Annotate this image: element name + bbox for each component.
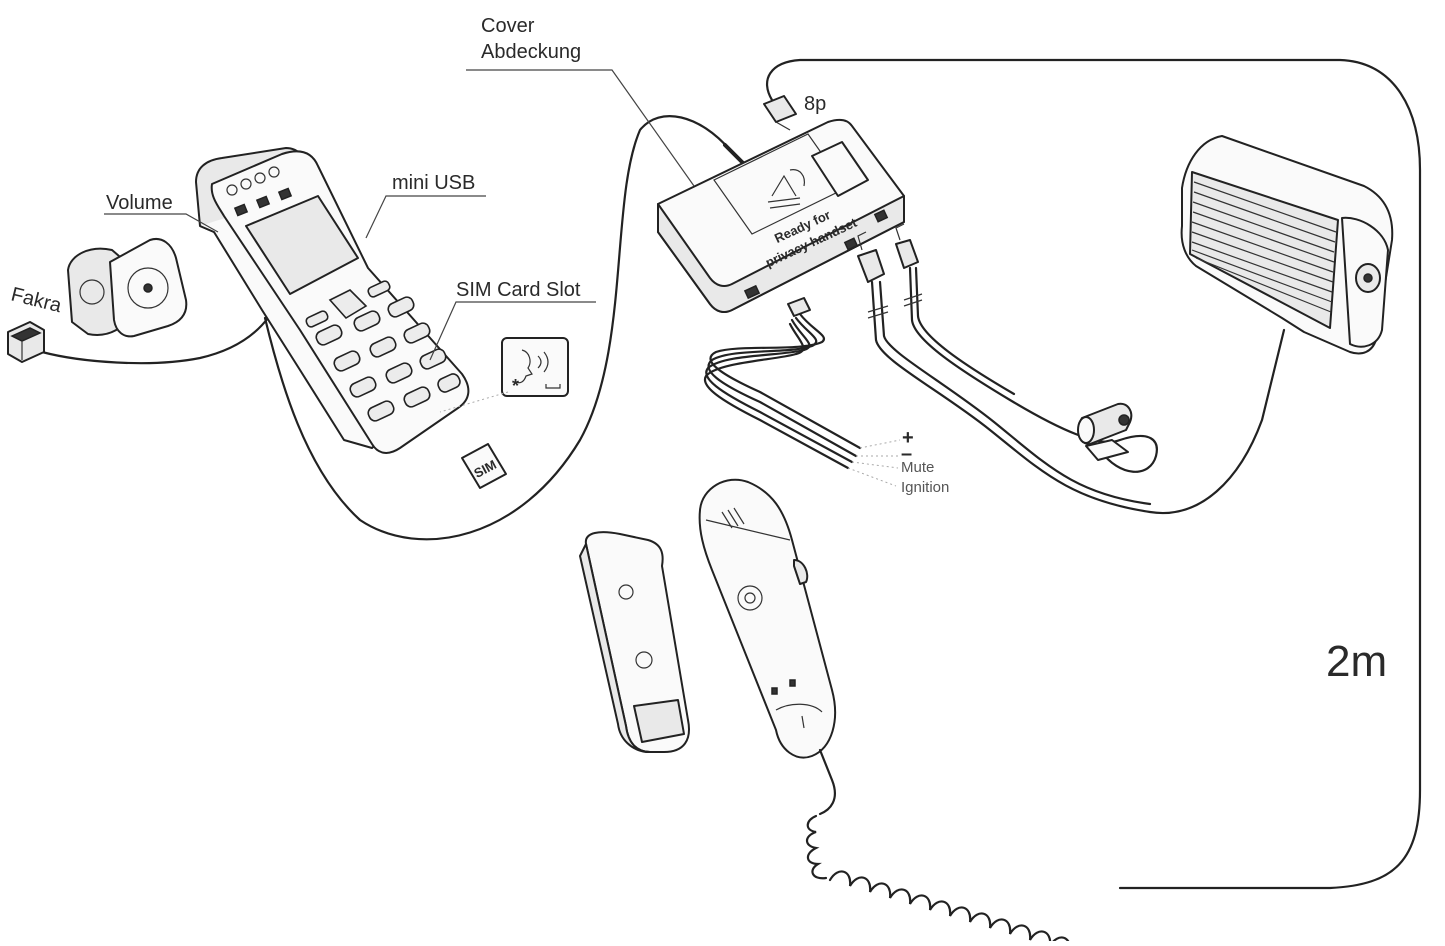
label-plus: +: [902, 427, 914, 449]
cable-speaker-inner: [878, 280, 1152, 506]
connector-8p: [763, 95, 797, 131]
label-minus: –: [901, 443, 912, 465]
label-sim-card-slot: SIM Card Slot: [456, 279, 581, 301]
cable-mic-inner: [914, 266, 1016, 396]
coiled-cord: [805, 748, 1089, 946]
leader-mini-usb: [365, 195, 486, 239]
leader-sim-slot: [429, 301, 596, 361]
fakra-connector: [7, 321, 45, 363]
label-ignition: Ignition: [901, 479, 949, 496]
cable-mic: [908, 266, 1158, 473]
phone: [210, 150, 470, 454]
keypad: [315, 296, 461, 422]
label-abdeckung: Abdeckung: [481, 41, 581, 63]
navigation-pad: [305, 280, 391, 328]
handset-cradle: [579, 531, 690, 753]
svg-text:*: *: [512, 376, 519, 396]
power-wires: [703, 297, 862, 470]
sim-card: SIM: [461, 443, 507, 489]
cable-2m: [766, 58, 1422, 890]
voice-dial-icon: *: [501, 337, 569, 397]
speaker-grille: [1191, 181, 1337, 313]
label-8p: 8p: [804, 93, 826, 115]
leader-volume: [104, 213, 219, 233]
cable-fakra: [40, 316, 270, 365]
microphone: [1077, 402, 1133, 461]
leader-cover: [466, 69, 695, 187]
speaker: [1180, 135, 1394, 355]
phone-mount: [67, 238, 188, 338]
privacy-handset: [698, 478, 836, 759]
earpiece-grille: [721, 507, 745, 529]
cable-markers: [867, 293, 923, 319]
label-cover: Cover: [481, 15, 535, 37]
voice-dial-leader: [439, 391, 509, 413]
cable-phone-to-hub: [263, 115, 732, 541]
status-icons: [226, 166, 293, 217]
hub-box: Ready for privacy handset: [657, 118, 905, 313]
label-mini-usb: mini USB: [392, 172, 475, 194]
label-fakra: Fakra: [9, 284, 65, 318]
label-cable-length: 2m: [1326, 637, 1387, 686]
label-volume: Volume: [106, 192, 173, 214]
phone-screen: [245, 195, 359, 295]
power-wire-leaders: [847, 439, 901, 487]
label-mute: Mute: [901, 459, 934, 476]
cable-speaker: [870, 280, 1286, 515]
speaker-mic-plugs: [857, 223, 919, 283]
